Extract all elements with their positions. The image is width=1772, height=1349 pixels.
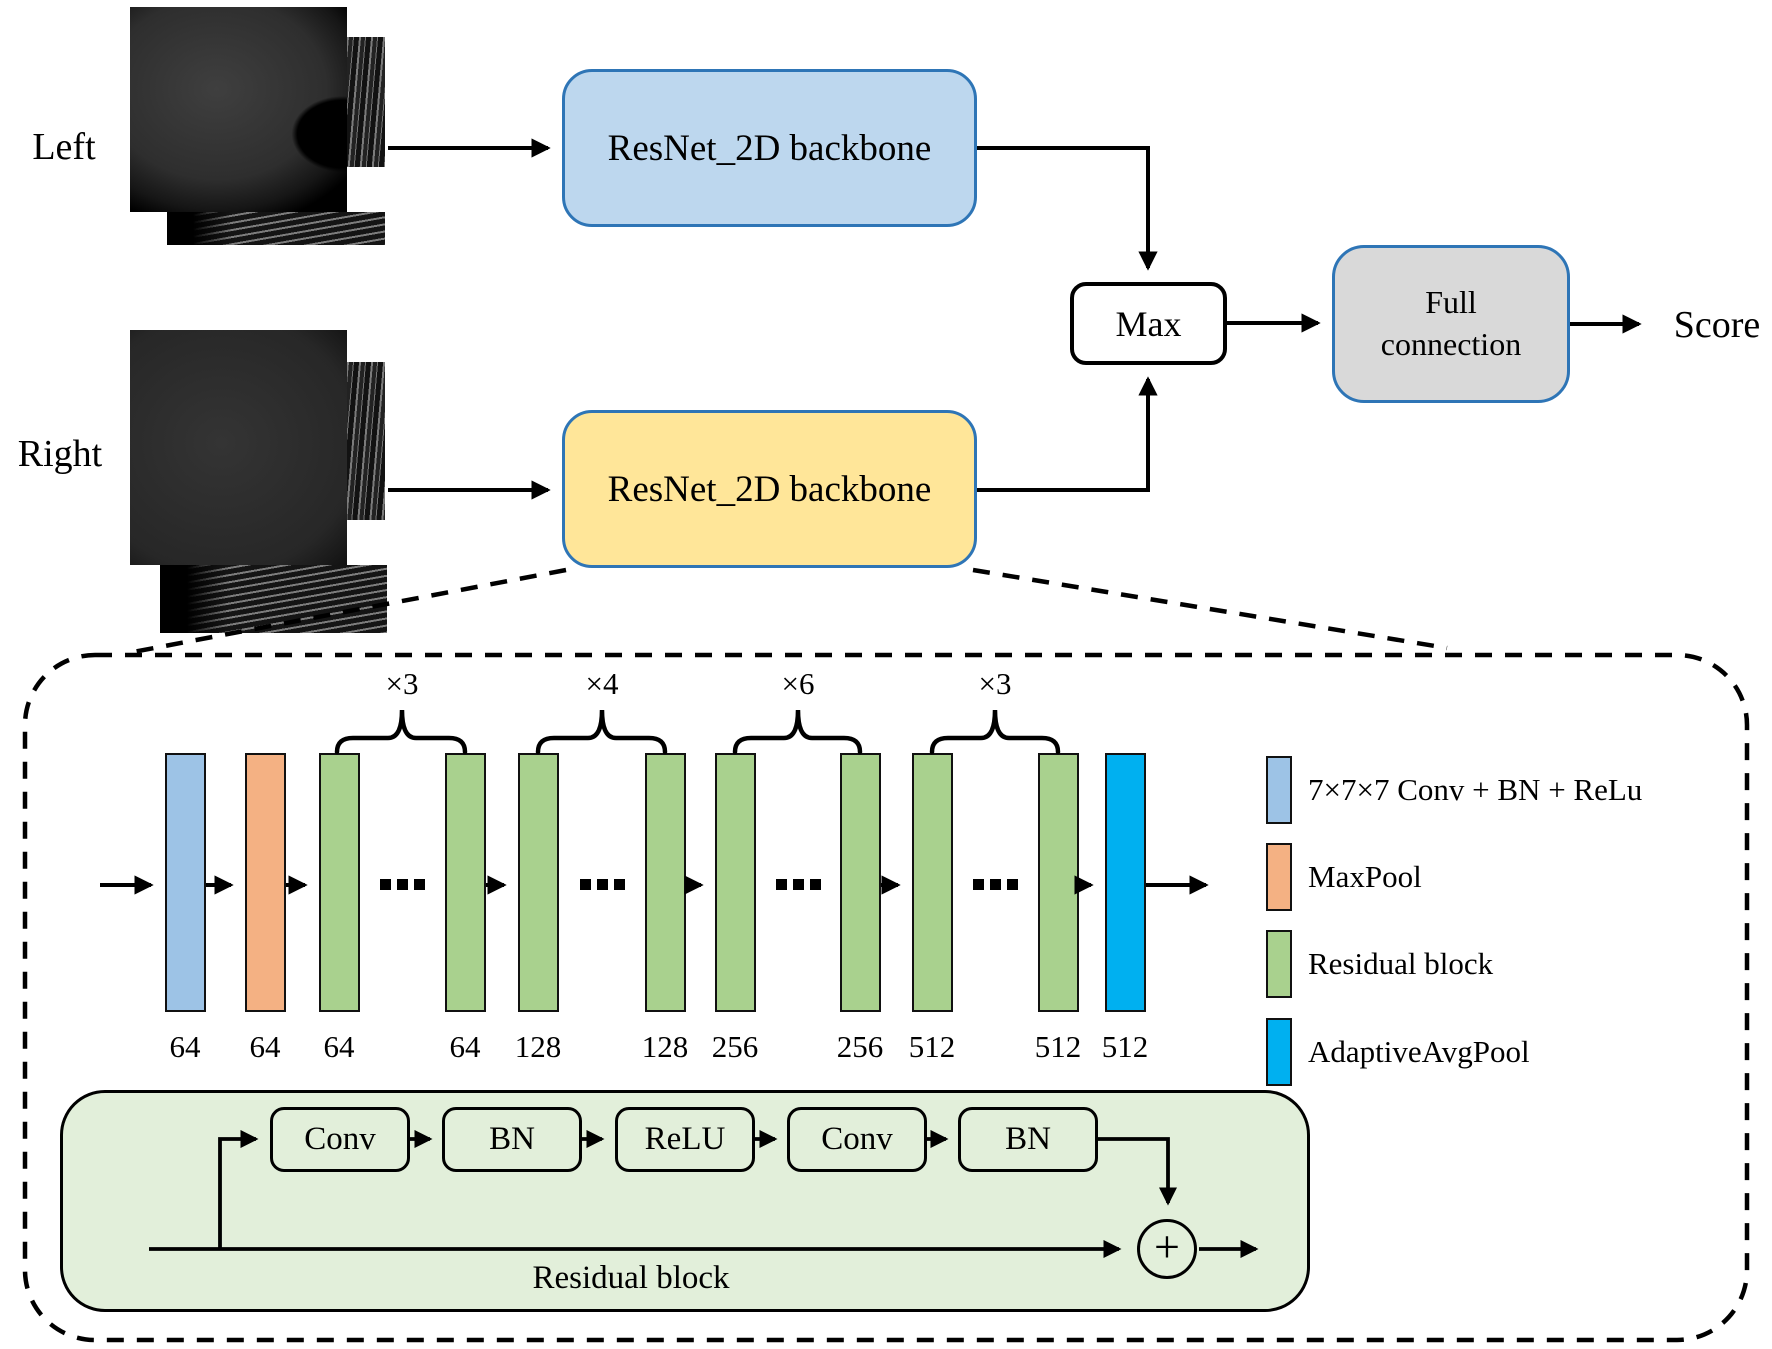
bar-channels: 64 (169, 1029, 201, 1064)
max-label: Max (1115, 303, 1182, 344)
bar-channels: 128 (514, 1029, 562, 1064)
residual-bn2-box: BN (958, 1107, 1098, 1172)
right-mammogram-image (130, 330, 347, 565)
residual-bar-8 (1038, 753, 1079, 1012)
residual-bar-7 (912, 753, 953, 1012)
residual-bar-1 (319, 753, 360, 1012)
max-box: Max (1070, 282, 1227, 365)
stage2-multiplier: ×4 (585, 666, 619, 701)
dots-icon (973, 879, 984, 890)
residual-relu-box: ReLU (615, 1107, 755, 1172)
residual-conv2-box: Conv (787, 1107, 927, 1172)
left-backbone-box: ResNet_2D backbone (562, 69, 977, 227)
plus-icon: + (1154, 1220, 1180, 1272)
dots-icon (776, 879, 787, 890)
residual-bar-2 (445, 753, 486, 1012)
residual-bar-6 (840, 753, 881, 1012)
residual-bar-4 (645, 753, 686, 1012)
right-mammogram-image-bottom (160, 565, 387, 633)
stage3-multiplier: ×6 (781, 666, 815, 701)
bar-channels: 512 (1101, 1029, 1149, 1064)
left-backbone-to-max-arrow (977, 146, 1158, 271)
left-input-label: Left (32, 126, 96, 169)
left-mammogram-image-bottom (167, 212, 385, 245)
left-mammogram-image (130, 7, 347, 212)
legend-conv-label: 7×7×7 Conv + BN + ReLu (1308, 772, 1643, 807)
bar-channels: 256 (711, 1029, 759, 1064)
stage-braces (334, 709, 1061, 755)
dots-icon (380, 879, 391, 890)
legend-avgpool-label: AdaptiveAvgPool (1308, 1034, 1530, 1069)
left-mammogram-image-overlay (347, 37, 385, 167)
right-backbone-to-max-arrow (977, 376, 1158, 492)
avgpool-bar (1105, 753, 1146, 1012)
full-connection-label: Full connection (1380, 284, 1522, 362)
legend-maxpool-label: MaxPool (1308, 859, 1422, 894)
stage2-brace (535, 709, 668, 755)
stage3-brace (732, 709, 863, 755)
right-backbone-box: ResNet_2D backbone (562, 410, 977, 568)
sum-node: + (1137, 1219, 1197, 1279)
residual-bn1-box: BN (442, 1107, 582, 1172)
residual-conv1-box: Conv (270, 1107, 410, 1172)
score-label: Score (1673, 304, 1761, 347)
legend-residual-swatch (1266, 930, 1292, 998)
stage1-brace (334, 709, 468, 755)
right-backbone-label: ResNet_2D backbone (607, 468, 932, 510)
residual-block-caption: Residual block (532, 1259, 730, 1296)
callout-right-dashed-line (972, 567, 1448, 651)
stage1-multiplier: ×3 (385, 666, 419, 701)
right-mammogram-image-overlay (347, 362, 385, 520)
legend-residual-label: Residual block (1308, 946, 1494, 981)
residual-bar-3 (518, 753, 559, 1012)
residual-bar-5 (715, 753, 756, 1012)
legend-avgpool-swatch (1266, 1018, 1292, 1086)
left-backbone-label: ResNet_2D backbone (607, 127, 932, 169)
legend-maxpool-swatch (1266, 843, 1292, 911)
stage4-multiplier: ×3 (978, 666, 1012, 701)
full-connection-box: Full connection (1332, 245, 1570, 403)
dots-icon (580, 879, 591, 890)
bar-channels: 512 (908, 1029, 956, 1064)
legend-conv-swatch (1266, 756, 1292, 824)
bar-channels: 64 (323, 1029, 355, 1064)
stage4-brace (929, 709, 1061, 755)
maxpool-bar (245, 753, 286, 1012)
right-input-label: Right (17, 433, 103, 476)
conv-stem-bar (165, 753, 206, 1012)
